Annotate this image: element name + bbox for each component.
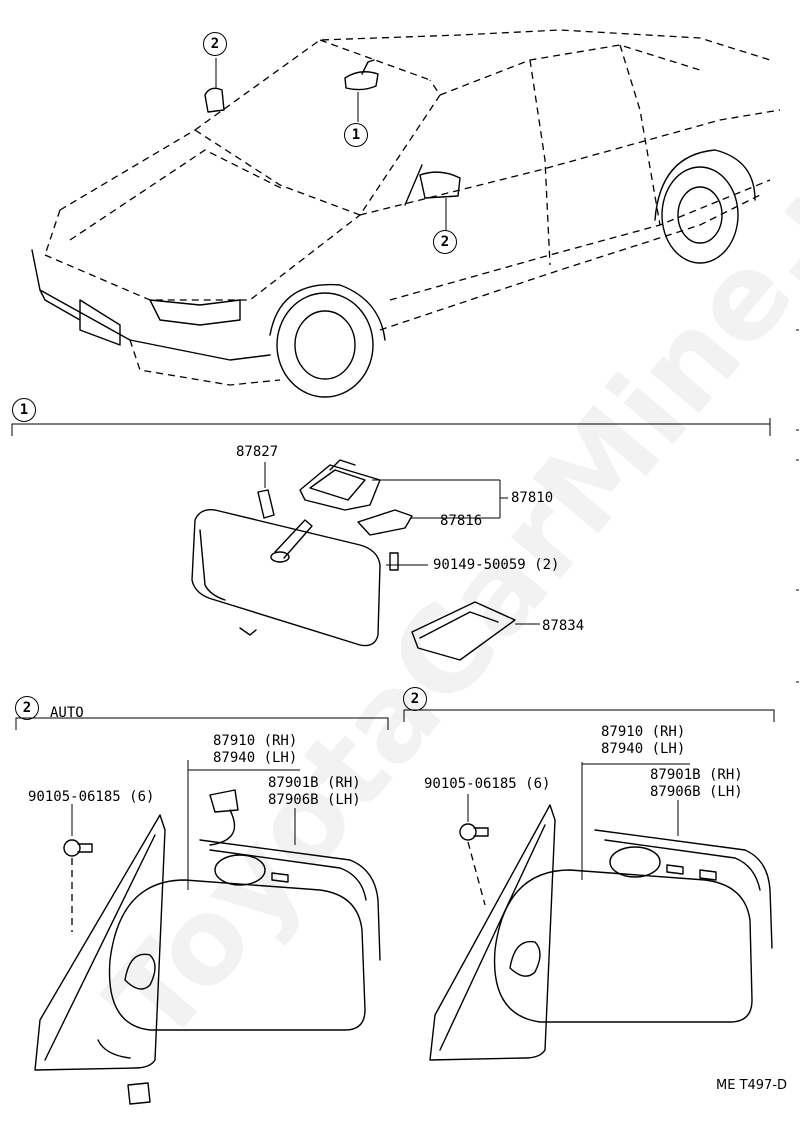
part-manual-screw: 90105-06185 (6) (424, 776, 551, 792)
part-auto-mirror-lh: 87940 (LH) (213, 750, 298, 766)
callout-right-mirror: 2 (433, 230, 457, 254)
part-manual-glass-rh: 87901B (RH) (650, 767, 743, 783)
part-auto-glass-rh: 87901B (RH) (268, 775, 361, 791)
part-auto-screw: 90105-06185 (6) (28, 789, 155, 805)
callout-section-2-manual: 2 (403, 687, 427, 711)
part-87827: 87827 (236, 444, 279, 460)
inner-mirror-illustration (191, 459, 540, 661)
part-87834: 87834 (542, 618, 585, 634)
callout-section-1: 1 (12, 398, 36, 422)
callout-rear-view-mirror: 1 (344, 123, 368, 147)
part-manual-glass-lh: 87906B (LH) (650, 784, 743, 800)
part-manual-mirror-rh: 87910 (RH) (601, 724, 686, 740)
diagram-code: ME T497-D (716, 1078, 788, 1093)
car-illustration (31, 29, 781, 398)
part-manual-mirror-lh: 87940 (LH) (601, 741, 686, 757)
part-87816: 87816 (440, 513, 483, 529)
auto-outer-mirror-illustration (34, 760, 381, 1105)
section-auto-label: AUTO (50, 705, 84, 721)
part-auto-glass-lh: 87906B (LH) (268, 792, 361, 808)
callout-left-mirror: 2 (203, 32, 227, 56)
part-87810: 87810 (511, 490, 554, 506)
callout-section-2-auto: 2 (15, 696, 39, 720)
part-auto-mirror-rh: 87910 (RH) (213, 733, 298, 749)
manual-outer-mirror-illustration (429, 762, 773, 1061)
part-90149-50059: 90149-50059 (2) (433, 557, 560, 573)
